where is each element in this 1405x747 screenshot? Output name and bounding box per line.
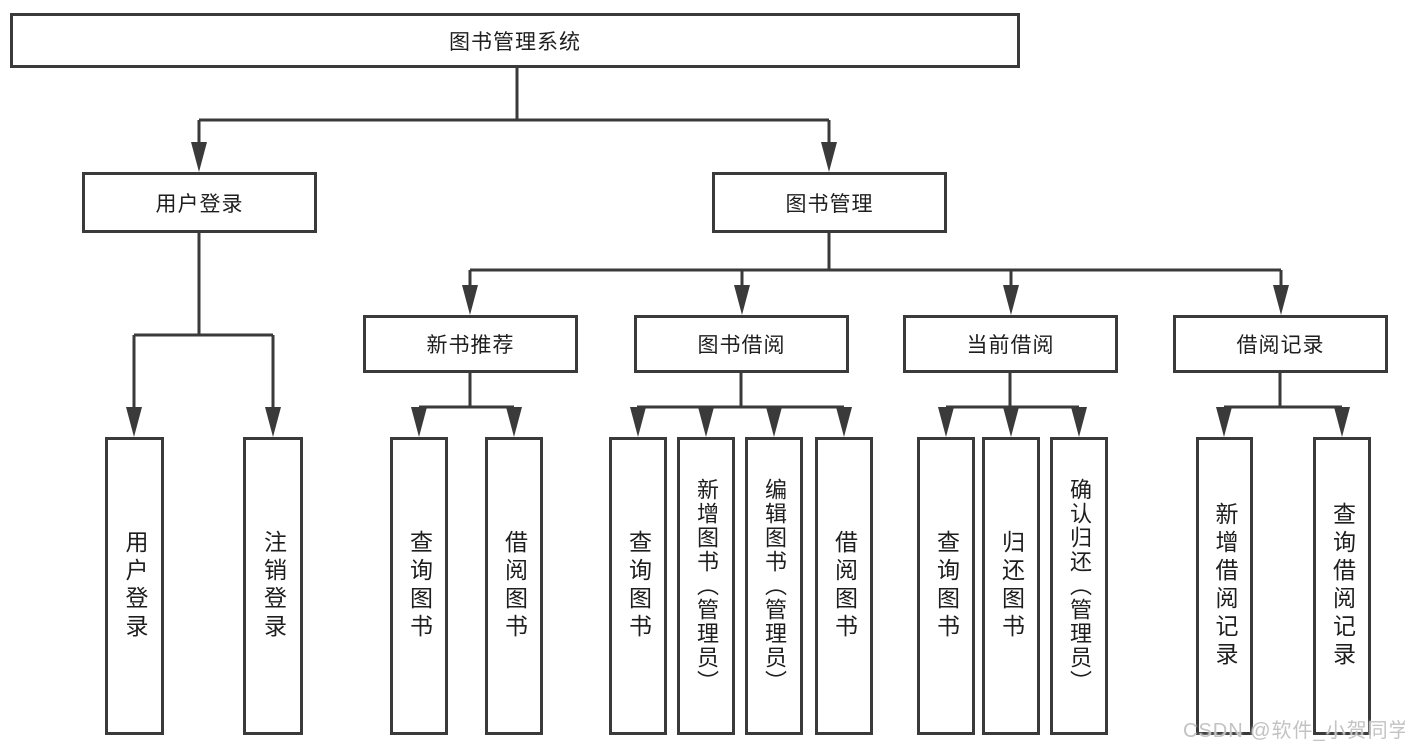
leaf-bb-borrow-book: 借阅图书 xyxy=(815,437,873,735)
leaf-cb-query-book: 查询图书 xyxy=(917,437,975,735)
node-borrowing-records-label: 借阅记录 xyxy=(1236,334,1325,357)
leaf-nbr-borrow-book-label: 借阅图书 xyxy=(501,530,528,642)
node-book-management-group: 图书管理 xyxy=(712,172,947,233)
csdn-watermark: CSDN @软件_小贺同学 xyxy=(1183,720,1405,742)
node-root-label: 图书管理系统 xyxy=(449,30,581,54)
arrowheads xyxy=(126,142,1350,437)
leaf-br-add-record: 新增借阅记录 xyxy=(1196,437,1253,735)
leaf-logout: 注销登录 xyxy=(243,437,303,735)
leaf-bb-query-book: 查询图书 xyxy=(609,437,667,735)
node-book-borrowing-label: 图书借阅 xyxy=(697,334,786,357)
leaf-bb-add-book-admin-label: 新增图书（管理员） xyxy=(694,478,719,694)
leaf-logout-label: 注销登录 xyxy=(260,530,287,642)
leaf-br-add-record-label: 新增借阅记录 xyxy=(1212,502,1238,670)
leaf-bb-edit-book-admin-label: 编辑图书（管理员） xyxy=(762,478,787,694)
leaf-bb-edit-book-admin: 编辑图书（管理员） xyxy=(745,437,803,735)
leaf-br-query-record: 查询借阅记录 xyxy=(1313,437,1371,735)
leaf-cb-confirm-return-admin-label: 确认归还（管理员） xyxy=(1067,478,1092,694)
node-user-login-group: 用户登录 xyxy=(82,172,317,233)
node-current-borrowing: 当前借阅 xyxy=(903,315,1118,373)
node-user-login-group-label: 用户登录 xyxy=(155,192,244,216)
leaf-nbr-query-book: 查询图书 xyxy=(390,437,448,735)
node-book-borrowing: 图书借阅 xyxy=(634,315,849,373)
leaf-bb-borrow-book-label: 借阅图书 xyxy=(831,530,858,642)
leaf-cb-return-book-label: 归还图书 xyxy=(998,530,1025,642)
leaf-cb-query-book-label: 查询图书 xyxy=(933,530,960,642)
leaf-bb-query-book-label: 查询图书 xyxy=(625,530,652,642)
leaf-cb-return-book: 归还图书 xyxy=(982,437,1040,735)
leaf-cb-confirm-return-admin: 确认归还（管理员） xyxy=(1050,437,1108,735)
leaf-user-login: 用户登录 xyxy=(105,437,164,735)
node-current-borrowing-label: 当前借阅 xyxy=(966,334,1055,357)
leaf-user-login-label: 用户登录 xyxy=(122,530,148,642)
node-new-book-recommend-label: 新书推荐 xyxy=(426,334,515,357)
leaf-nbr-borrow-book: 借阅图书 xyxy=(485,437,543,735)
leaf-nbr-query-book-label: 查询图书 xyxy=(406,530,433,642)
leaf-br-query-record-label: 查询借阅记录 xyxy=(1329,502,1356,670)
leaf-bb-add-book-admin: 新增图书（管理员） xyxy=(677,437,735,735)
node-book-management-group-label: 图书管理 xyxy=(785,192,874,216)
node-root: 图书管理系统 xyxy=(10,13,1020,68)
node-new-book-recommend: 新书推荐 xyxy=(363,315,578,373)
node-borrowing-records: 借阅记录 xyxy=(1173,315,1388,373)
